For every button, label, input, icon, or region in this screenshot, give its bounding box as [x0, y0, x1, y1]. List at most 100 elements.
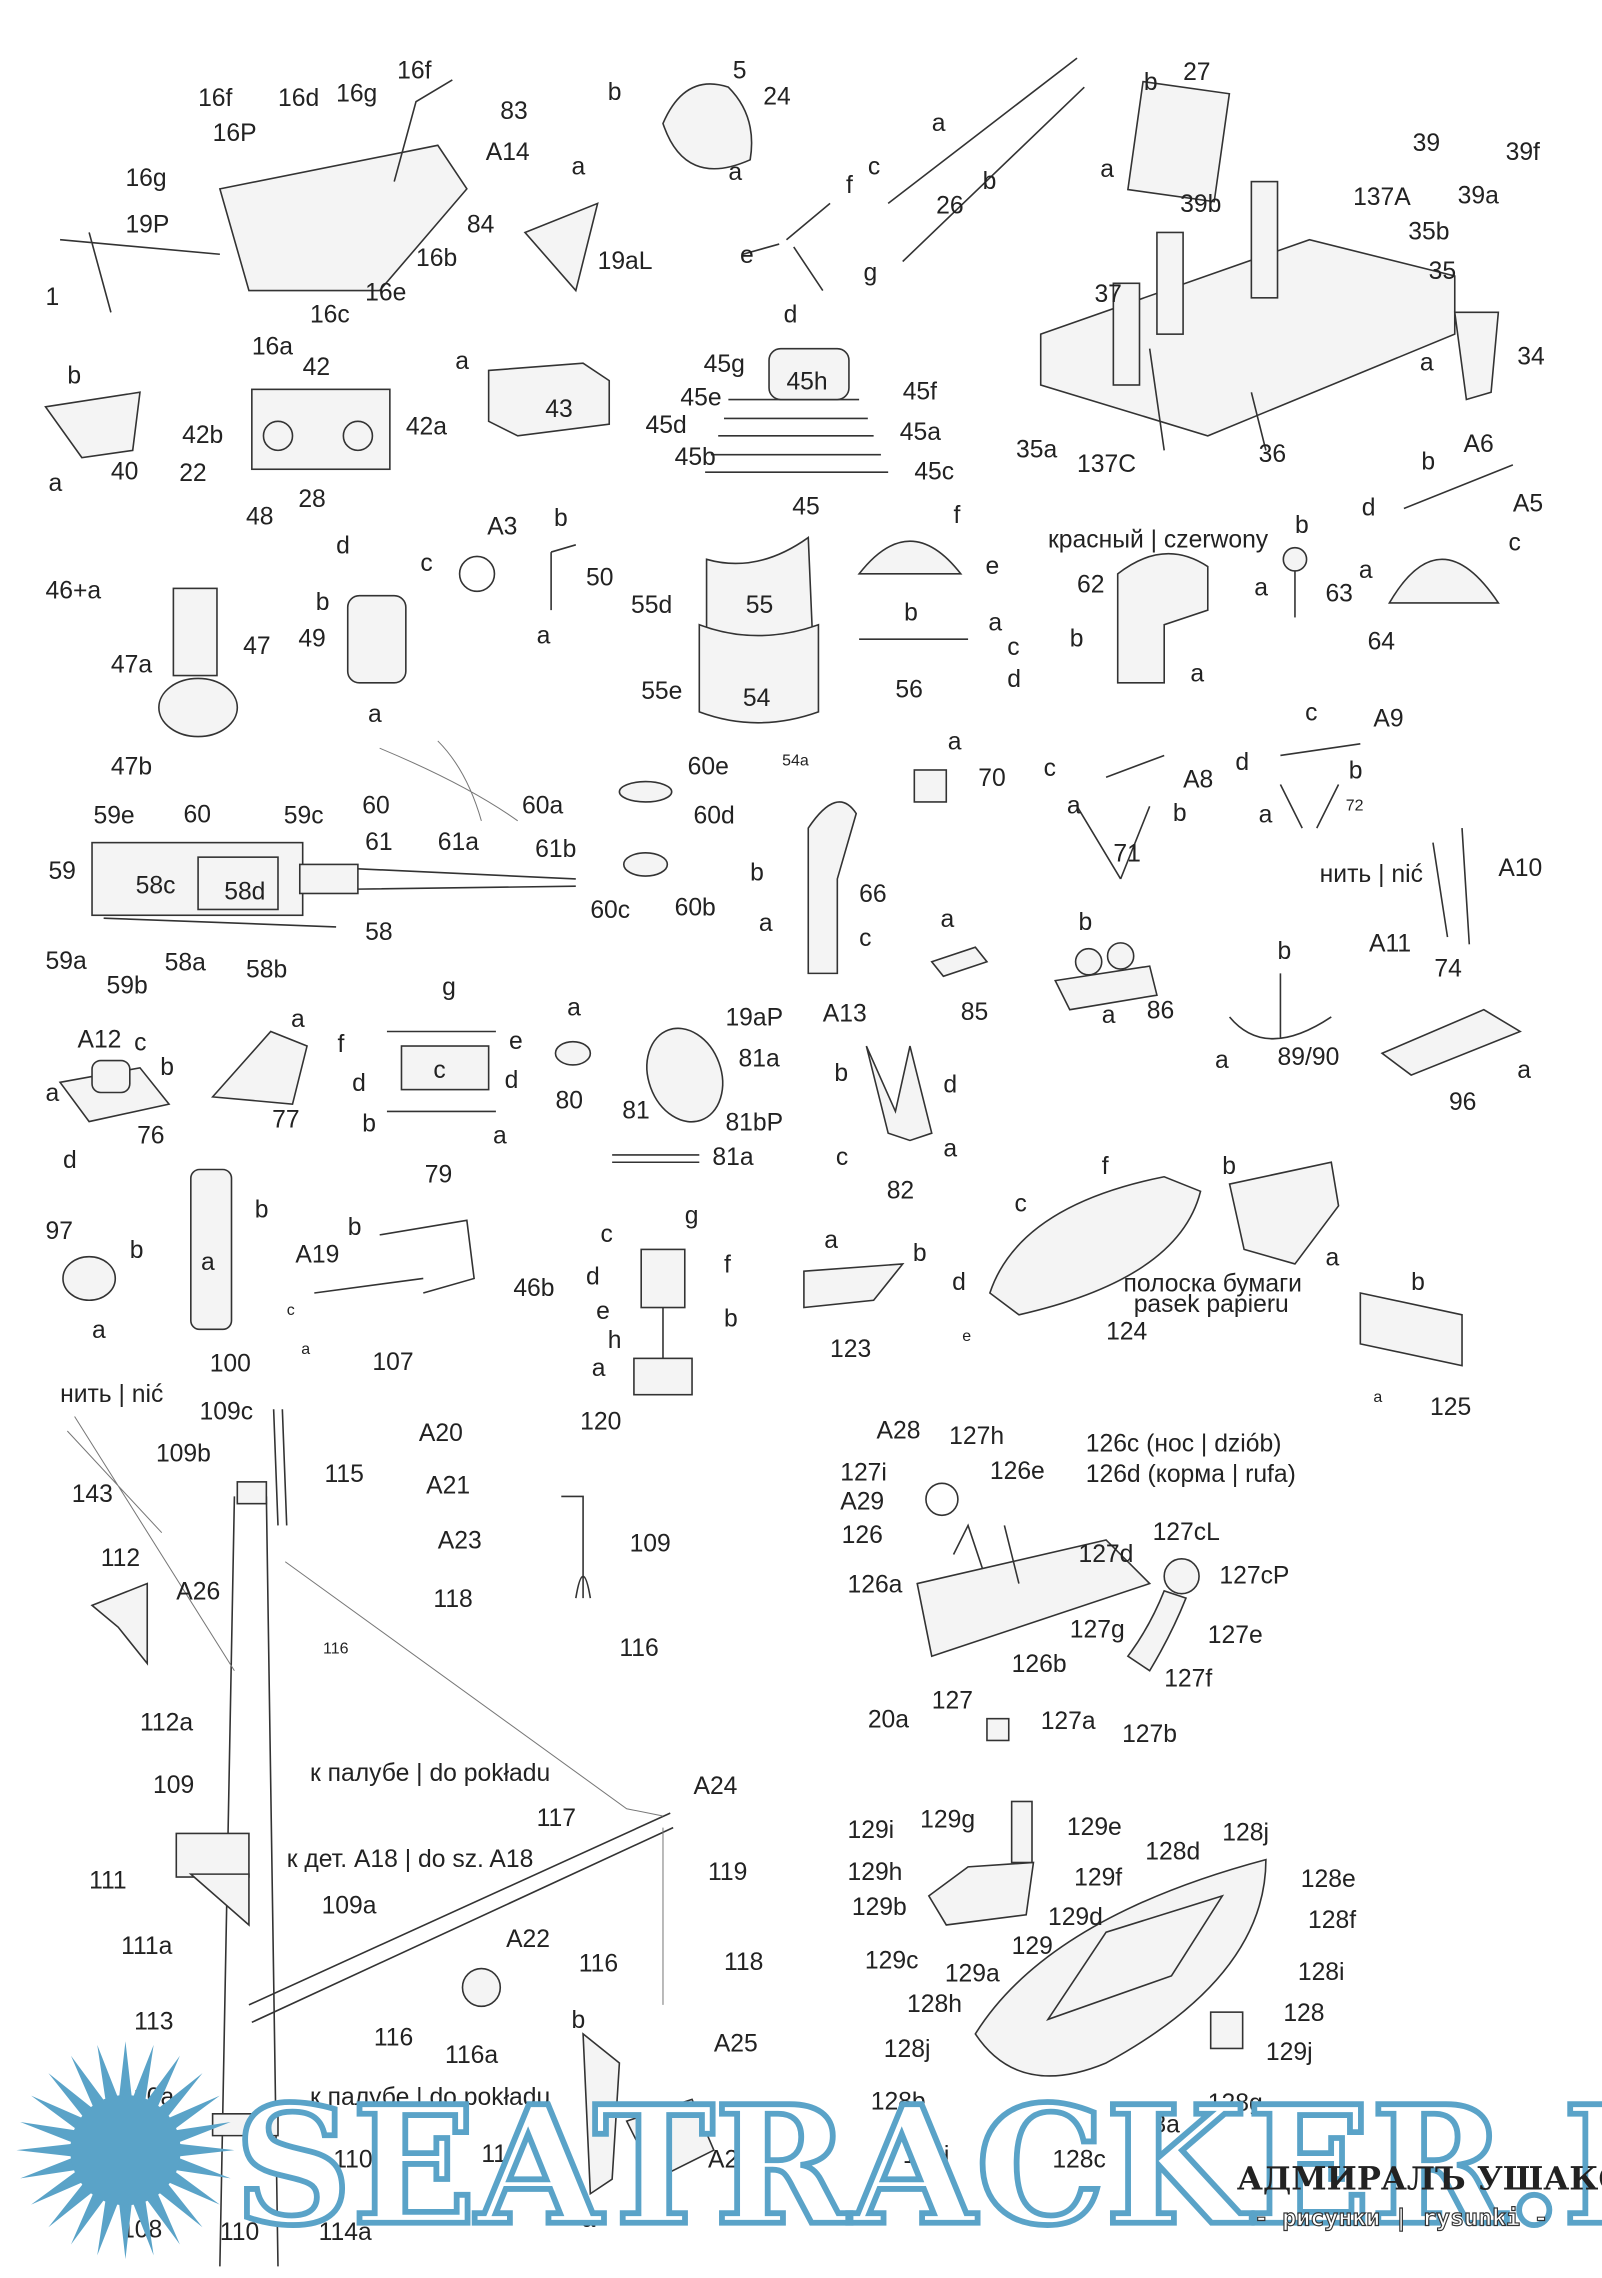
part-label: a	[368, 701, 382, 728]
part-label: 20a	[868, 1706, 909, 1733]
part-label: A22	[708, 2147, 752, 2174]
part-label: 16f	[397, 57, 431, 84]
part-label: a	[824, 1227, 838, 1254]
part-label: 19aL	[598, 248, 653, 275]
part-label: 120	[580, 1409, 621, 1436]
part-label: 127d	[1078, 1541, 1133, 1568]
part-label: e	[740, 242, 754, 269]
part-label: A5	[1513, 490, 1543, 517]
part-label: d	[63, 1147, 77, 1174]
part-label: 16b	[416, 245, 457, 272]
part-label: 45e	[680, 384, 721, 411]
part-label: 116a	[445, 2042, 498, 2069]
part-label: 80	[555, 1087, 582, 1114]
part-label: 110b	[333, 2147, 386, 2174]
part-label: a	[1190, 660, 1204, 687]
part-label: 70	[978, 765, 1005, 792]
part-label: a	[592, 1355, 606, 1382]
part-label: 109c	[200, 1398, 254, 1425]
part-label: 60e	[688, 753, 729, 780]
part-label: 127i	[840, 1459, 887, 1486]
part-label: c	[420, 550, 432, 577]
part-label: 39b	[1180, 191, 1221, 218]
part-label: к палубе | do pokładu	[310, 2084, 550, 2111]
part-label: b	[834, 1060, 848, 1087]
part-label: 76	[137, 1122, 164, 1149]
part-label: 82	[887, 1178, 914, 1205]
part-label: 127g	[1070, 1616, 1125, 1643]
part-label: a	[728, 159, 742, 186]
part-label: a	[537, 623, 551, 650]
part-label: 129g	[920, 1807, 975, 1834]
part-label: 58b	[246, 957, 287, 984]
part-label: a	[1373, 1389, 1382, 1406]
part-label: 127a	[1041, 1708, 1096, 1735]
part-label: f	[724, 1252, 731, 1279]
part-label: 129h	[847, 1859, 902, 1886]
part-label: 137C	[1077, 451, 1136, 478]
part-label: 45f	[903, 379, 937, 406]
part-label: 128j	[1222, 1820, 1269, 1847]
part-label: 118	[433, 1586, 472, 1613]
part-label: 116	[374, 2025, 413, 2052]
part-label: 24	[763, 84, 790, 111]
part-label: 89/90	[1278, 1044, 1340, 1071]
part-label: 116	[619, 1635, 658, 1662]
part-label: b	[1144, 69, 1158, 96]
part-label: 128g	[1208, 2090, 1263, 2117]
part-label: 37	[1094, 281, 1121, 308]
part-label: a	[932, 110, 946, 137]
part-label: d	[1007, 666, 1021, 693]
part-label: 60	[184, 801, 211, 828]
part-label: A25	[714, 2030, 758, 2057]
part-label: 55e	[641, 678, 682, 705]
part-label: a	[759, 910, 773, 937]
part-label: 45a	[900, 419, 941, 446]
part-label: 125	[1430, 1394, 1471, 1421]
part-label: 129j	[1266, 2039, 1313, 2066]
part-label: 60d	[693, 803, 734, 830]
part-label: c	[1007, 634, 1019, 661]
part-label: f	[846, 172, 853, 199]
part-label: 16c	[310, 302, 350, 329]
part-label: A20	[419, 1420, 463, 1447]
part-label: 58d	[224, 878, 265, 905]
part-label: A10	[1498, 855, 1542, 882]
sunburst-ray-icon	[16, 2041, 235, 2260]
part-label: A28	[877, 1417, 921, 1444]
part-label: b	[1070, 625, 1084, 652]
part-label: нить | nić	[60, 1381, 163, 1408]
part-label: 19aP	[725, 1005, 783, 1032]
part-label: 128	[1283, 2000, 1324, 2027]
part-label: b	[913, 1240, 927, 1267]
part-label: 124	[1106, 1318, 1147, 1345]
part-label: 54	[743, 685, 770, 712]
part-label: A11	[1369, 931, 1411, 958]
part-label: 49	[298, 625, 325, 652]
part-label: 36	[1259, 441, 1286, 468]
part-label: b	[1349, 758, 1363, 785]
part-label: a	[301, 1341, 310, 1358]
part-label: a	[201, 1249, 215, 1276]
part-label: 129c	[865, 1948, 919, 1975]
watermark-site: SEATRACKER.RU	[234, 2071, 1602, 2262]
deckhouse-36	[1039, 238, 1456, 437]
part-label: 50	[586, 564, 613, 591]
part-label: 126a	[847, 1571, 902, 1598]
part-label: 109	[153, 1772, 194, 1799]
part-label: 60b	[675, 894, 716, 921]
sunburst-core-icon	[70, 2094, 181, 2206]
part-label: d	[336, 533, 350, 560]
part-label: b	[1295, 512, 1309, 539]
part-label: a	[567, 995, 581, 1022]
part-label: 129	[1012, 1933, 1053, 1960]
part-label: d	[1362, 495, 1376, 522]
part-label: 112	[101, 1545, 140, 1572]
part-label: 60c	[590, 897, 630, 924]
part-label: A24	[693, 1773, 737, 1800]
part-label: c	[859, 925, 871, 952]
part-drawings	[44, 57, 1522, 2267]
part-label: 127e	[1208, 1622, 1263, 1649]
part-label: c	[287, 1302, 295, 1319]
part-label: b	[348, 1214, 362, 1241]
